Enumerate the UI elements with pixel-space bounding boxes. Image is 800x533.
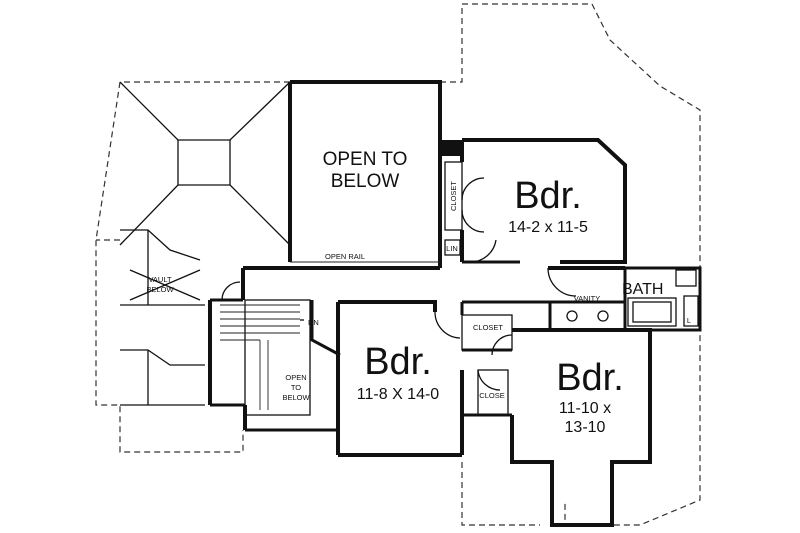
bedroom-2-name: Bdr. <box>364 341 432 383</box>
bedroom-1-name: Bdr. <box>514 175 582 217</box>
bedroom-1-size: 14-2 x 11-5 <box>508 219 588 236</box>
stair-dn-label: DN <box>308 318 319 327</box>
linen-label: LIN <box>446 244 458 253</box>
stair-open-line1: OPEN <box>285 373 306 382</box>
roof-outline <box>95 3 701 526</box>
bedroom-3-size-line1: 11-10 x <box>559 400 611 417</box>
stair-open-line2: TO <box>291 383 301 392</box>
walls <box>208 80 702 527</box>
stair-treads <box>220 304 304 410</box>
vault-below-line2: BELOW <box>146 285 174 294</box>
door-swings <box>221 177 577 391</box>
bedroom-3-name: Bdr. <box>556 357 624 399</box>
vanity-label: VANITY <box>574 294 601 303</box>
open-to-below-line2: BELOW <box>331 171 400 192</box>
closet-bedroom-1-label: CLOSET <box>449 181 458 211</box>
open-to-below-line1: OPEN TO <box>323 149 408 170</box>
bedroom-3-size-line2: 13-10 <box>565 419 606 436</box>
bedroom-2-size: 11-8 X 14-0 <box>357 386 440 403</box>
open-rail-label: OPEN RAIL <box>325 252 365 261</box>
vault-below-line1: VAULT <box>148 275 171 284</box>
closet-center-label: CLOSET <box>473 323 503 332</box>
stair-open-line3: BELOW <box>282 393 310 402</box>
bath-label: BATH <box>622 281 663 298</box>
laundry-label: L <box>687 316 691 325</box>
closet-bedroom-2-label: CLOSE <box>479 391 504 400</box>
